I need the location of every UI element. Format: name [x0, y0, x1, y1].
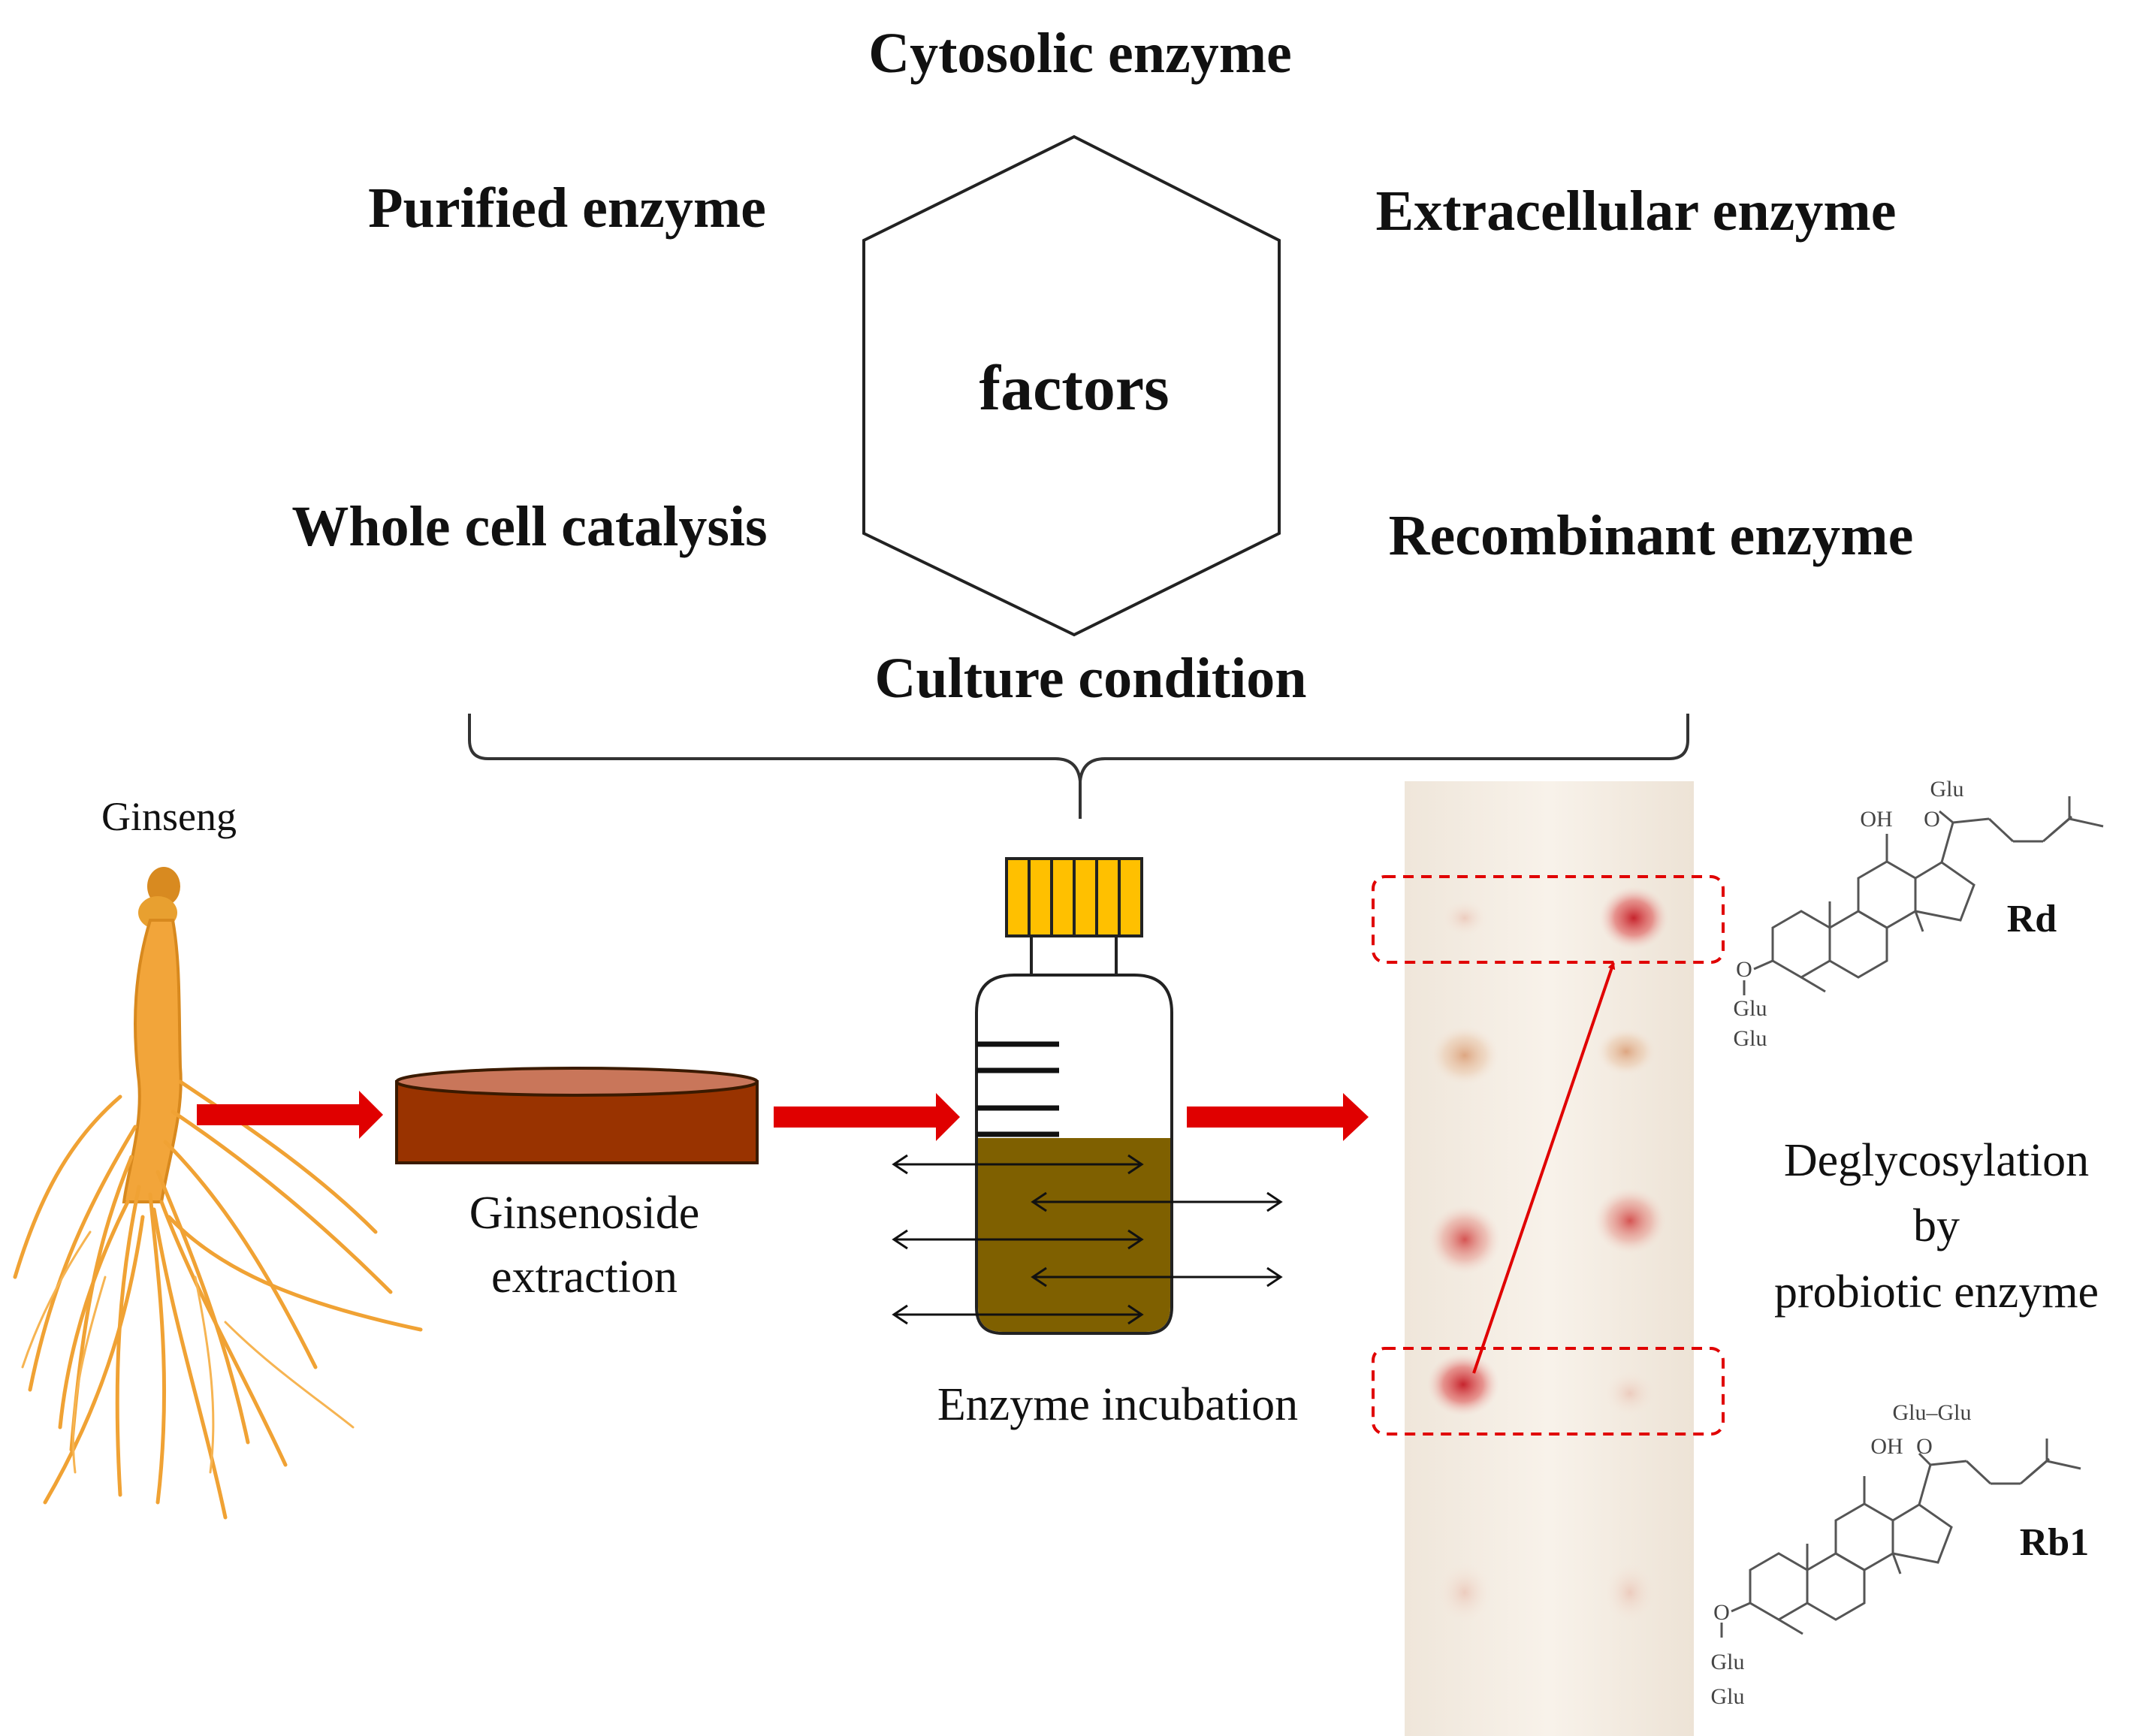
- rb1-glu-2: Glu: [1711, 1684, 1745, 1709]
- mixing-arrows: [892, 1154, 1283, 1325]
- rd-glu-2: Glu: [1734, 1026, 1767, 1051]
- rb1-o-top: O: [1916, 1434, 1933, 1459]
- result-line3: probiotic enzyme: [1774, 1267, 2099, 1318]
- result-line1: Deglycosylation: [1784, 1135, 2089, 1186]
- bottle-neck: [1030, 934, 1118, 977]
- deglycosylation-caption: Deglycosylation by probiotic enzyme: [1774, 1135, 2099, 1318]
- rd-o-top: O: [1924, 807, 1940, 832]
- rd-labels: OH O Glu O Glu Glu Rd: [1734, 777, 2057, 1051]
- graduation-marks: [976, 1041, 1059, 1137]
- process-arrow-3: [1187, 1093, 1369, 1141]
- incubation-label: Enzyme incubation: [937, 1379, 1298, 1430]
- ginseng-label: Ginseng: [101, 794, 237, 839]
- process-arrow-2: [774, 1093, 960, 1141]
- extraction-label-line1: Ginsenoside: [469, 1188, 700, 1239]
- factors-hexagon: [862, 134, 1281, 637]
- bottle-liquid: [978, 1138, 1170, 1332]
- tlc-spot: [1427, 1353, 1499, 1416]
- extraction-label-line2: extraction: [491, 1251, 678, 1303]
- rb1-name: Rb1: [2020, 1521, 2089, 1564]
- product-highlight-box: [1372, 875, 1725, 964]
- factor-bottom: Culture condition: [874, 647, 1306, 710]
- tlc-spot: [1599, 886, 1668, 950]
- rb1-glu-1: Glu: [1711, 1650, 1745, 1674]
- result-line2: by: [1913, 1200, 1960, 1251]
- rb1-structure: [1720, 1439, 2081, 1638]
- tlc-spot: [1429, 1205, 1501, 1274]
- process-arrow-1: [197, 1091, 383, 1139]
- rb1-labels: OH O Glu–Glu O Glu Glu Rb1: [1711, 1400, 2090, 1709]
- rd-glu-top: Glu: [1930, 777, 1964, 802]
- rd-structure: [1743, 796, 2104, 995]
- rb1-oh: OH: [1870, 1434, 1903, 1459]
- factor-upper-right: Extracellular enzyme: [1376, 180, 1897, 243]
- factor-upper-left: Purified enzyme: [368, 177, 766, 240]
- rb1-glu-glu-top: Glu–Glu: [1893, 1400, 1972, 1425]
- rb1-o-bottom: O: [1713, 1600, 1730, 1625]
- extraction-dish: Ginsenoside extraction: [395, 1067, 759, 1303]
- rd-name: Rd: [2007, 898, 2057, 940]
- factor-lower-left: Whole cell catalysis: [291, 495, 767, 558]
- ginseng-root-image: Ginseng: [13, 794, 423, 1520]
- incubation-bottle: Enzyme incubation: [892, 857, 1298, 1430]
- rd-glu-1: Glu: [1734, 996, 1767, 1021]
- tlc-spot: [1604, 1371, 1656, 1416]
- tlc-plate: [1372, 781, 1725, 1736]
- substrate-highlight-box: [1372, 1347, 1725, 1436]
- factors-hexagon-group: factors Cytosolic enzyme Purified enzyme…: [291, 22, 1913, 710]
- tlc-spot: [1594, 1188, 1666, 1254]
- factors-center-label: factors: [979, 352, 1169, 424]
- tlc-spot: [1604, 1562, 1656, 1623]
- tlc-spot: [1438, 1562, 1492, 1623]
- conversion-arrow: [1472, 962, 1616, 1374]
- tlc-spot: [1442, 900, 1487, 936]
- tlc-spot: [1596, 1028, 1656, 1076]
- factor-lower-right: Recombinant enzyme: [1389, 504, 1914, 567]
- rd-o-bottom: O: [1736, 957, 1752, 982]
- grouping-brace: [468, 714, 1689, 819]
- tlc-spot: [1430, 1025, 1499, 1085]
- factor-top: Cytosolic enzyme: [868, 22, 1292, 85]
- rd-oh: OH: [1860, 807, 1892, 832]
